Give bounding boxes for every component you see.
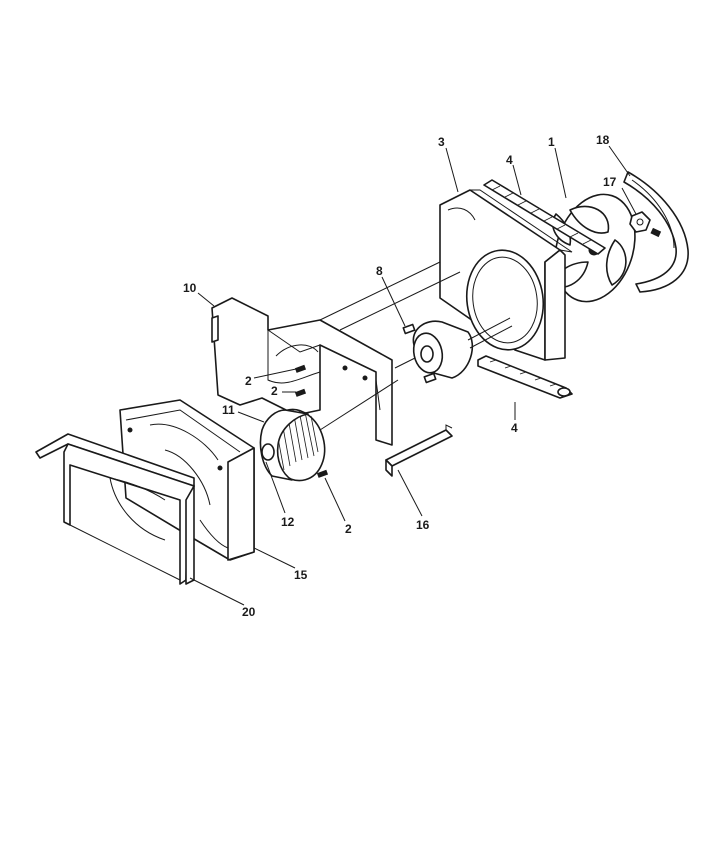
callouts: 1 3 4 18 17 8 10 2 2 11 4 12 2 16 15 20	[183, 133, 617, 619]
part-16-rail	[385, 424, 453, 477]
part-4-top-bracket	[483, 179, 606, 255]
part-8-motor	[394, 317, 513, 384]
callout-4-bottom: 4	[511, 421, 518, 435]
callout-15: 15	[294, 568, 308, 582]
callout-16: 16	[416, 518, 430, 532]
callout-3: 3	[438, 135, 445, 149]
callout-11: 11	[222, 403, 235, 417]
callout-2-upper: 2	[245, 374, 252, 388]
callout-20: 20	[242, 605, 256, 619]
callout-1: 1	[548, 135, 555, 149]
callout-8: 8	[376, 264, 383, 278]
callout-2-lower: 2	[345, 522, 352, 536]
part-10-partition	[211, 261, 461, 446]
callout-10: 10	[183, 281, 197, 295]
part-17-nut	[629, 211, 662, 238]
part-3-fan-housing	[439, 189, 573, 361]
callout-4-top: 4	[506, 153, 513, 167]
callout-17: 17	[603, 175, 617, 189]
leader-lines	[189, 145, 637, 606]
part-18-shroud	[623, 171, 689, 293]
callout-2-middle: 2	[271, 384, 278, 398]
part-11-blower-wheel	[259, 379, 399, 482]
part-2-screws	[294, 364, 329, 478]
part-4-bottom-bracket	[477, 355, 573, 399]
callout-12: 12	[281, 515, 295, 529]
callout-18: 18	[596, 133, 610, 147]
